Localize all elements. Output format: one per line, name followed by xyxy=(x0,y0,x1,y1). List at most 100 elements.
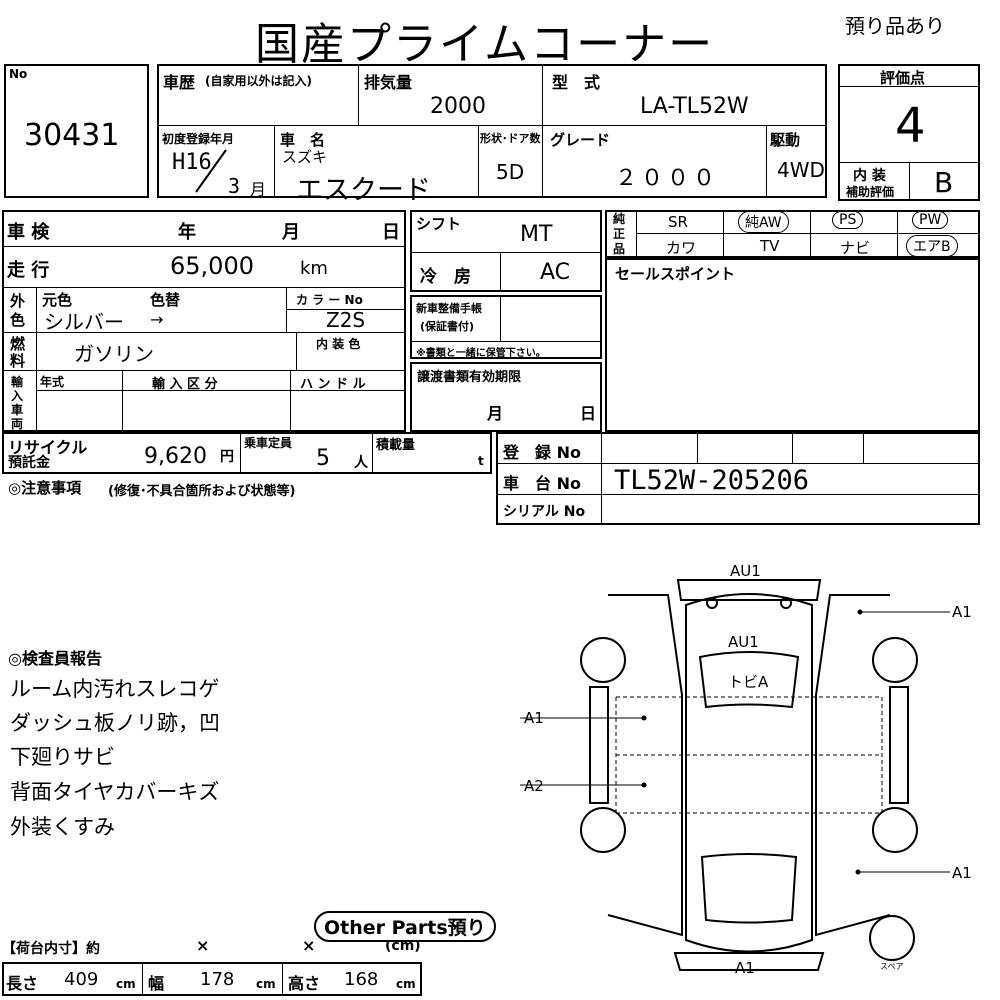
import-year-label: 年式 xyxy=(40,375,65,389)
color-side-1: 外 xyxy=(10,292,26,310)
equip-power-steering: PS xyxy=(832,211,864,229)
import-side-1: 輸 xyxy=(11,375,24,389)
orig-color-value: シルバー xyxy=(44,310,124,334)
damage-rear: A1 xyxy=(735,959,755,975)
report-line-4: 背面タイヤカバーキズ xyxy=(10,780,220,804)
recycle-label-1: リサイクル xyxy=(8,438,88,457)
car-maker: スズキ xyxy=(282,148,328,166)
cargo-label: 【荷台内寸】約 xyxy=(2,941,100,957)
deposit-note: 預り品あり xyxy=(845,14,945,38)
orig-color-label: 元色 xyxy=(42,291,73,309)
car-name-label: 車 名 xyxy=(280,131,326,149)
first-reg-month: 3 xyxy=(228,174,241,198)
equipment-table xyxy=(605,210,980,258)
interior-label-1: 内 装 xyxy=(853,168,886,184)
shift-ac-table xyxy=(410,210,602,292)
equip-leather: カワ xyxy=(666,239,697,257)
chassis-number: TL52W-205206 xyxy=(614,465,810,496)
color-change-label: 色替 xyxy=(150,291,181,309)
car-name: エスクード xyxy=(296,175,431,206)
fuel-side-2: 料 xyxy=(10,352,26,370)
recycle-unit: 円 xyxy=(220,449,234,465)
serial-label: シリアル No xyxy=(503,504,586,520)
lot-number: 30431 xyxy=(24,118,120,153)
damage-right-rear: A1 xyxy=(952,864,972,882)
capacity-label: 乗車定員 xyxy=(244,436,293,450)
equip-alloy-wheel: 純AW xyxy=(738,211,789,233)
inspection-month: 月 xyxy=(282,222,300,243)
load-unit: t xyxy=(478,454,484,468)
width-label: 幅 xyxy=(148,974,165,993)
inspection-year: 年 xyxy=(178,222,196,243)
inspector-label: ◎検査員報告 xyxy=(8,649,102,668)
import-side-3: 車 xyxy=(11,403,24,417)
handle-label: ハ ン ド ル xyxy=(300,377,366,392)
height-label: 高さ xyxy=(288,974,321,993)
import-side-2: 入 xyxy=(11,389,24,403)
inspection-label: 車 検 xyxy=(7,222,50,243)
history-sub: (自家用以外は記入) xyxy=(205,74,312,88)
capacity-value: 5 xyxy=(316,446,330,471)
height-unit: cm xyxy=(396,977,416,991)
history-label: 車歴 xyxy=(163,73,196,92)
registration-label: 登 録 No xyxy=(503,443,581,462)
ac-value: AC xyxy=(540,260,571,285)
car-damage-diagram: AU1 AU1 トビA A1 A1 A2 A1 A1 スペア xyxy=(520,562,972,975)
recycle-label-2: 預託金 xyxy=(8,455,50,471)
page-title: 国産プライムコーナー xyxy=(255,19,715,70)
drive-value: 4WD xyxy=(777,158,825,182)
maintenance-note: ※書類と一緒に保管下さい。 xyxy=(416,348,546,359)
equip-airbag: エアB xyxy=(906,235,958,257)
caution-label: ◎注意事項 xyxy=(8,479,82,497)
report-line-5: 外装くすみ xyxy=(10,815,115,839)
length-label: 長さ xyxy=(6,974,39,993)
interior-color-label: 内 装 色 xyxy=(316,337,361,351)
width-value: 178 xyxy=(200,969,235,990)
genuine-label-3: 品 xyxy=(613,242,626,256)
maintenance-table xyxy=(410,295,602,359)
load-label: 積載量 xyxy=(376,438,416,453)
drive-label: 駆動 xyxy=(770,131,801,149)
damage-left-rear: A2 xyxy=(524,777,544,795)
mileage-unit: km xyxy=(300,258,328,279)
cargo-dimension-table xyxy=(2,962,422,996)
equip-navi: ナビ xyxy=(840,239,871,257)
model-label: 型 式 xyxy=(552,73,601,92)
import-class-label: 輸 入 区 分 xyxy=(152,377,218,392)
equip-power-window: PW xyxy=(912,211,949,229)
shift-label: シフト xyxy=(416,215,462,233)
width-unit: cm xyxy=(256,977,276,991)
inspection-day: 日 xyxy=(382,222,400,243)
equip-tv: TV xyxy=(760,237,780,255)
sales-point-label: セールスポイント xyxy=(615,265,736,283)
transfer-docs-box: 譲渡書類有効期限 月 日 xyxy=(410,362,602,432)
cargo-times-2: × xyxy=(302,936,316,955)
cargo-unit: (cm) xyxy=(385,938,421,954)
recycle-capacity-table xyxy=(2,432,492,474)
length-value: 409 xyxy=(64,969,99,990)
transfer-day: 日 xyxy=(580,404,597,423)
first-reg-month-unit: 月 xyxy=(250,180,267,199)
length-unit: cm xyxy=(116,977,136,991)
height-value: 168 xyxy=(344,969,379,990)
cargo-times-1: × xyxy=(196,936,210,955)
score-value: 4 xyxy=(895,98,926,154)
score-label: 評価点 xyxy=(880,69,926,87)
mileage-value: 65,000 xyxy=(170,252,254,280)
doors-label: 形状･ドア数 xyxy=(480,132,541,145)
maintenance-label-2: (保証書付) xyxy=(420,320,475,333)
registration-table xyxy=(496,432,980,525)
capacity-unit: 人 xyxy=(354,455,368,471)
model-value: LA-TL52W xyxy=(640,94,749,119)
maintenance-label-1: 新車整備手帳 xyxy=(416,302,482,315)
grade-label: グレード xyxy=(550,131,611,149)
damage-right-front: A1 xyxy=(952,603,972,621)
fuel-side-1: 燃 xyxy=(10,335,26,353)
report-line-1: ルーム内汚れスレコゲ xyxy=(10,677,220,701)
doors-value: 5D xyxy=(496,160,525,184)
color-arrow: → xyxy=(150,310,164,329)
caution-sub: (修復･不具合箇所および状態等) xyxy=(108,484,296,499)
color-code: Z2S xyxy=(326,308,366,332)
grade-value: ２０００ xyxy=(615,166,720,191)
damage-hood: AU1 xyxy=(728,633,759,651)
